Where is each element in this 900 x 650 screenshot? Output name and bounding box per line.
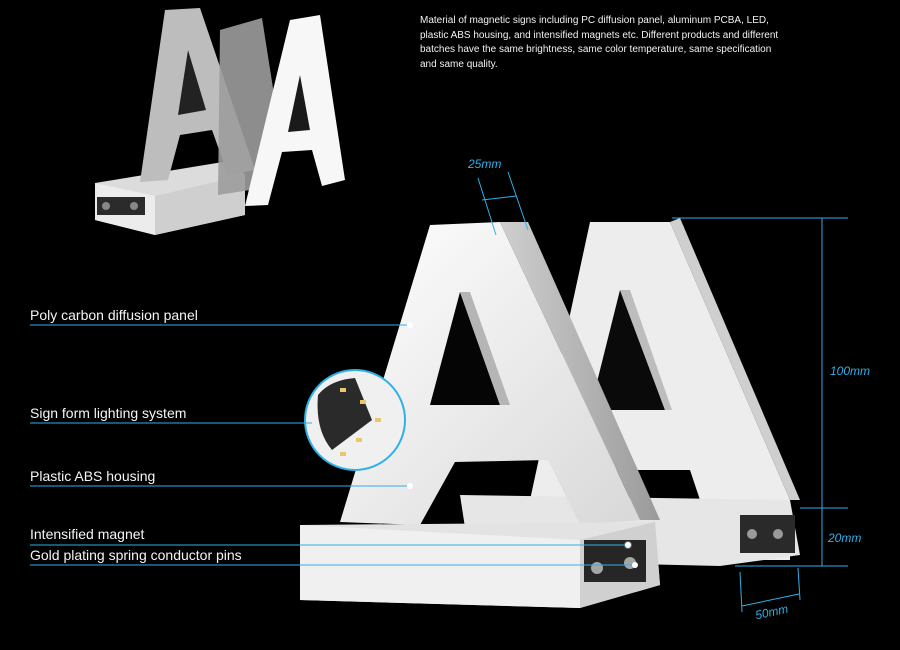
dimension-stroke-width: 25mm: [468, 157, 502, 171]
small-sign-illustration: [95, 8, 345, 235]
callout-magnet: Intensified magnet: [30, 526, 145, 542]
dimension-lines: [477, 171, 848, 613]
dimension-letter-height: 100mm: [830, 364, 871, 378]
callout-conductor-pins: Gold plating spring conductor pins: [30, 547, 242, 563]
product-description: Material of magnetic signs including PC …: [420, 15, 779, 70]
callout-leaders: [30, 322, 638, 568]
led-zoom-circle: [304, 369, 406, 471]
callout-abs-housing: Plastic ABS housing: [30, 468, 156, 484]
callout-lighting-system: Sign form lighting system: [30, 405, 187, 421]
large-front-letter: [300, 222, 660, 608]
callout-diffusion-panel: Poly carbon diffusion panel: [30, 307, 198, 323]
dimension-base-height: 20mm: [828, 531, 862, 545]
